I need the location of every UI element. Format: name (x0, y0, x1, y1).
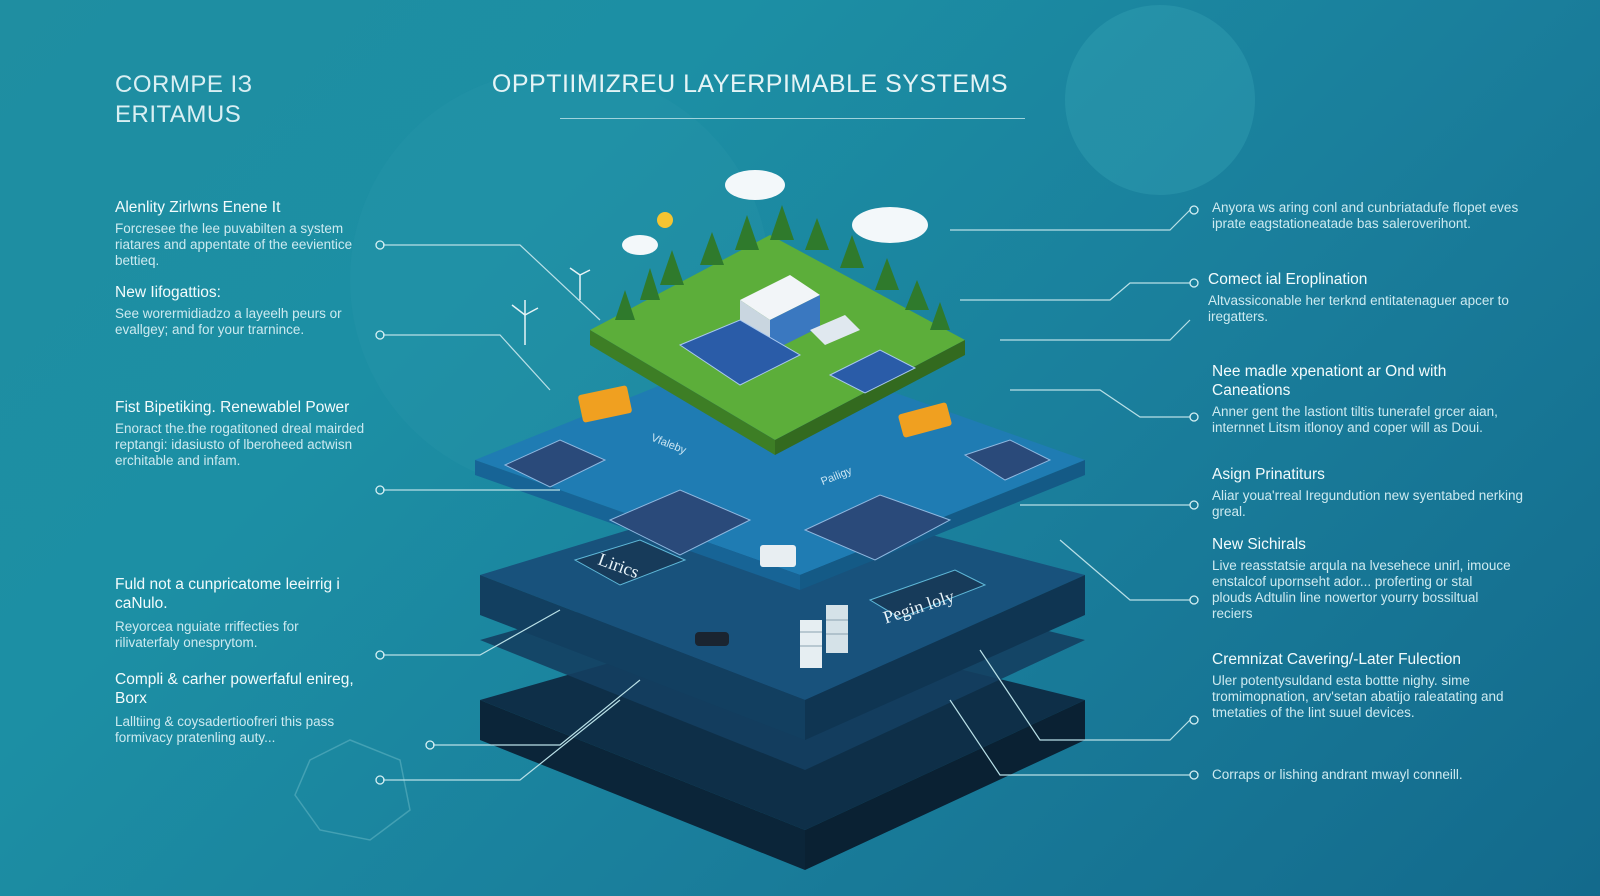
info-heading: Fist Bipetiking. Renewablel Power (115, 399, 350, 416)
storage-layer (480, 490, 1085, 740)
right-info-block-4: Asign Prinatiturs Aliar youa'rreal Iregu… (1212, 465, 1542, 520)
connector-node (375, 650, 385, 660)
right-info-block-5: New Sichirals Live reasstatsie arqula na… (1212, 535, 1512, 622)
info-body: Lalltiing & coysadertioofreri this pass … (115, 714, 335, 745)
connector-node (375, 330, 385, 340)
right-info-block-1: Anyora ws aring conl and cunbriatadufe f… (1212, 200, 1532, 232)
solar-panel-icon (803, 494, 952, 561)
battery-module-icon (898, 402, 952, 438)
info-body: Forcresee the lee puvabilten a system ri… (115, 221, 353, 268)
info-heading: New Iifogattios: (115, 284, 221, 301)
solar-panel-icon (678, 319, 802, 386)
page-title: OPPTIIMIZREU LAYERPIMABLE SYSTEMS (491, 70, 1009, 98)
info-heading: Compli & carher powerfaful enireg, Borx (115, 671, 354, 707)
connector-node (1189, 412, 1199, 422)
right-info-block-3: Nee madle xpenationt ar Ond with Caneati… (1212, 362, 1512, 436)
connector-node (375, 775, 385, 785)
cloud-icon (852, 207, 928, 243)
info-body: Anner gent the lastiont tiltis tunerafel… (1212, 404, 1498, 435)
right-info-block-6: Cremnizat Cavering/-Later Fulection Uler… (1212, 650, 1512, 721)
right-connector-lines (949, 209, 1191, 776)
layer-label-plate-right (868, 569, 987, 619)
info-body: Reyorcea nguiate rriffecties for rilivat… (115, 619, 299, 650)
solar-panel-icon (963, 439, 1052, 481)
vehicle-icon (695, 632, 729, 646)
connector-node (1189, 595, 1199, 605)
background-hexagon (294, 739, 411, 841)
brand-line-1: CORMPE IЗ (115, 71, 253, 98)
connector-node (1189, 278, 1199, 288)
left-info-block-4: Fuld not a cunpricatome leeirrig i caNul… (115, 575, 365, 651)
left-info-block-1: Alenlity Zirlwns Enene It Forcresee the … (115, 198, 385, 269)
info-heading: Alenlity Zirlwns Enene It (115, 199, 281, 216)
cloud-icon (622, 235, 658, 255)
info-heading: Fuld not a cunpricatome leeirrig i caNul… (115, 576, 340, 612)
renewable-landscape-layer (590, 205, 965, 455)
title-underline (560, 118, 1025, 119)
info-body: Enoract the.the rogatitoned dreal mairde… (115, 421, 365, 468)
info-body: See worermidiadzo a layeelh peurs or eva… (115, 306, 342, 337)
background-globe-right (1065, 5, 1255, 195)
info-body: Anyora ws aring conl and cunbriatadufe f… (1212, 200, 1519, 231)
connector-node (425, 740, 435, 750)
solar-panel-icon (503, 439, 607, 488)
info-heading: Comect ial Eroplination (1208, 271, 1368, 288)
info-body: Corraps or lishing andrant mwayl conneil… (1212, 767, 1463, 782)
info-body: Uler potentysuldand esta bottte nighy. s… (1212, 673, 1504, 720)
info-body: Aliar youa'rreal Iregundution new syenta… (1212, 488, 1524, 519)
left-info-block-5: Compli & carher powerfaful enireg, Borx … (115, 670, 365, 746)
left-info-block-3: Fist Bipetiking. Renewablel Power Enorac… (115, 398, 365, 469)
brand-line-2: ERITAMUS (115, 101, 242, 128)
cloud-icon (725, 170, 785, 200)
layer-label-plate-left (573, 539, 687, 586)
solar-panel-icon (828, 349, 917, 394)
right-info-block-7: Corraps or lishing andrant mwayl conneil… (1212, 767, 1542, 783)
connector-node (1189, 715, 1199, 725)
device-icon (760, 545, 796, 567)
wind-turbine-icon (511, 267, 591, 345)
server-stack-icon (800, 605, 848, 668)
solar-panel-icon (608, 489, 752, 556)
info-body: Altvassiconable her terknd entitatenague… (1208, 293, 1509, 324)
connector-node (375, 485, 385, 495)
info-heading: New Sichirals (1212, 536, 1306, 553)
left-info-block-2: New Iifogattios: See worermidiadzo a lay… (115, 283, 385, 338)
info-heading: Nee madle xpenationt ar Ond with Caneati… (1212, 363, 1447, 399)
brand-logo-text: CORMPE IЗ ERITAMUS (115, 70, 253, 130)
connector-node (1189, 500, 1199, 510)
connector-node (1189, 205, 1199, 215)
left-connector-lines (383, 244, 641, 781)
info-body: Live reasstatsie arqula na lvesehece uni… (1212, 558, 1511, 621)
info-heading: Cremnizat Cavering/-Later Fulection (1212, 651, 1461, 668)
right-info-block-2: Comect ial Eroplination Altvassiconable … (1208, 270, 1538, 325)
sun-icon (657, 212, 673, 228)
solar-technology-layer (475, 345, 1085, 590)
connector-node (375, 240, 385, 250)
connector-node (1189, 770, 1199, 780)
info-heading: Asign Prinatiturs (1212, 466, 1325, 483)
battery-module-icon (578, 385, 632, 423)
